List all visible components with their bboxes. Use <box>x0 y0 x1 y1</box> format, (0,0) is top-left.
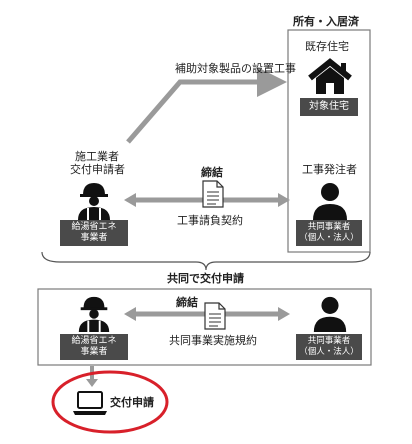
sign-label: 締結 <box>201 166 223 179</box>
joint-application-heading: 共同で交付申請 <box>167 272 244 285</box>
house-icon <box>308 58 352 94</box>
install-work-arrow <box>126 67 287 144</box>
client-role-line1: 共同事業者 <box>307 222 351 233</box>
ownership-badge: 所有・入居済 <box>293 15 359 28</box>
contractor-role: 給湯省エネ 事業者 <box>60 220 128 246</box>
document-icon <box>202 180 224 208</box>
joint-bracket <box>41 251 371 271</box>
contractor-role-line2: 事業者 <box>80 233 108 243</box>
contractor-title: 施工業者 交付申請者 <box>70 150 125 177</box>
document-icon <box>204 302 226 330</box>
contract-label: 工事請負契約 <box>177 214 243 227</box>
worker-icon <box>78 183 110 220</box>
bottom-sign-label: 締結 <box>176 296 198 309</box>
contractor-title-line1: 施工業者 <box>75 150 119 163</box>
bottom-partner-role: 共同事業者 （個人・法人） <box>296 334 362 360</box>
bottom-contractor-role-line2: 事業者 <box>80 347 108 357</box>
contractor-role-line1: 給湯省エネ <box>71 221 117 232</box>
bottom-contractor-role: 給湯省エネ 事業者 <box>60 334 128 360</box>
client-title: 工事発注者 <box>302 163 357 176</box>
application-label: 交付申請 <box>110 396 154 409</box>
install-work-label: 補助対象製品の設置工事 <box>175 62 296 75</box>
bottom-contractor-role-line1: 給湯省エネ <box>71 335 117 346</box>
bottom-partner-role-line2: （個人・法人） <box>299 347 359 357</box>
target-house-label: 対象住宅 <box>300 98 358 116</box>
person-icon <box>313 183 347 220</box>
client-role: 共同事業者 （個人・法人） <box>296 220 362 246</box>
worker-icon <box>78 296 110 332</box>
existing-house-label: 既存住宅 <box>305 40 349 53</box>
bottom-frame <box>37 288 372 366</box>
highlight-ellipse <box>51 370 169 434</box>
person-icon <box>313 296 347 332</box>
property-frame <box>287 29 371 253</box>
agreement-label: 共同事業実施規約 <box>169 334 257 347</box>
laptop-icon <box>73 391 107 415</box>
contractor-title-line2: 交付申請者 <box>70 163 125 177</box>
client-role-line2: （個人・法人） <box>299 233 359 243</box>
bottom-partner-role-line1: 共同事業者 <box>307 336 351 347</box>
